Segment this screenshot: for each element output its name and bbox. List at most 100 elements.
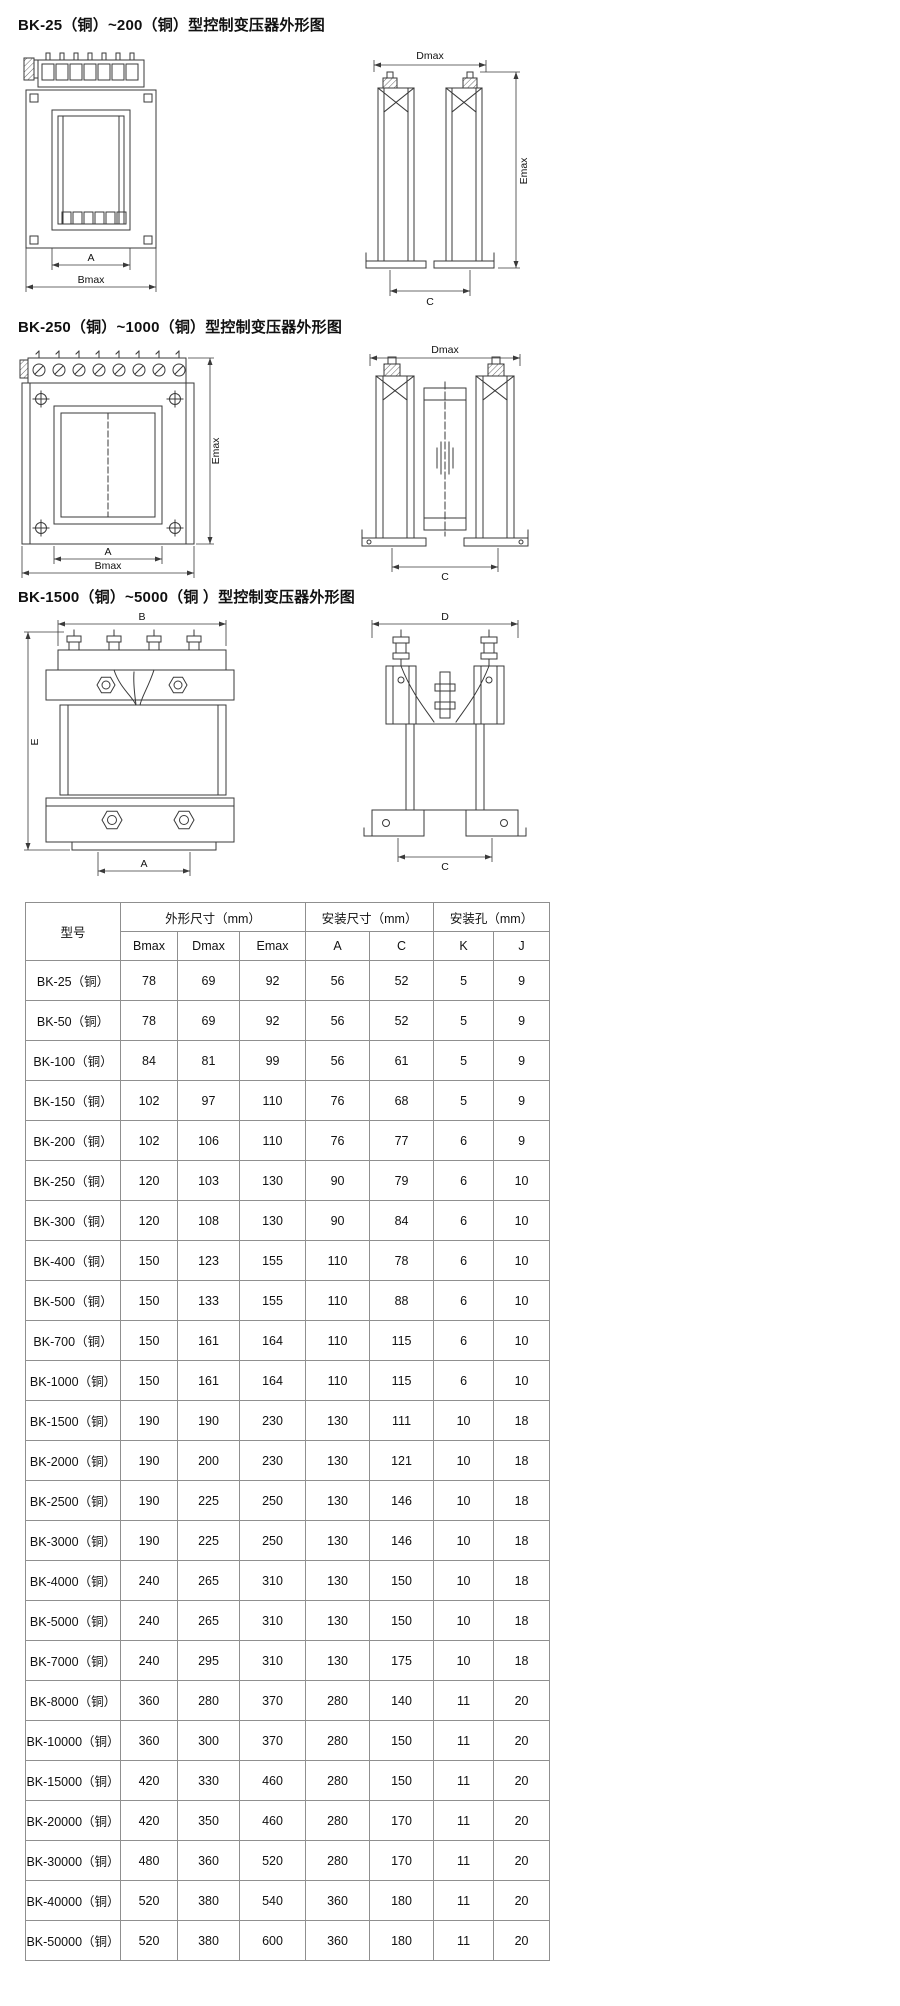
- value-cell: 200: [177, 1440, 240, 1481]
- value-cell: 11: [433, 1760, 495, 1801]
- value-cell: 280: [305, 1720, 371, 1761]
- value-cell: 6: [433, 1280, 495, 1321]
- value-cell: 61: [369, 1040, 435, 1081]
- value-cell: 161: [177, 1360, 240, 1401]
- core-front-outline: [25, 89, 157, 249]
- value-cell: 370: [238, 1720, 307, 1761]
- value-cell: 10: [433, 1560, 495, 1601]
- value-cell: 130: [305, 1560, 371, 1601]
- value-cell: 10: [493, 1360, 551, 1401]
- model-cell: BK-30000（铜）: [25, 1840, 121, 1881]
- value-cell: 120: [120, 1200, 178, 1241]
- value-cell: 10: [493, 1320, 551, 1361]
- value-cell: 600: [238, 1920, 307, 1961]
- value-cell: 52: [369, 960, 435, 1001]
- dimension-a: A: [51, 248, 131, 270]
- value-cell: 310: [238, 1640, 307, 1681]
- value-cell: 52: [369, 1000, 435, 1041]
- terminal-strip: [19, 350, 187, 384]
- value-cell: 9: [493, 1120, 551, 1161]
- model-cell: BK-5000（铜）: [25, 1600, 121, 1641]
- dimension-e: E: [24, 631, 70, 851]
- value-cell: 360: [120, 1720, 178, 1761]
- model-cell: BK-3000（铜）: [25, 1520, 121, 1561]
- value-cell: 5: [433, 1040, 495, 1081]
- coil-body: [59, 704, 227, 796]
- value-cell: 92: [238, 1000, 307, 1041]
- coil-window: [51, 109, 131, 231]
- model-cell: BK-20000（铜）: [25, 1800, 121, 1841]
- value-cell: 108: [177, 1200, 240, 1241]
- value-cell: 140: [369, 1680, 435, 1721]
- value-cell: 11: [433, 1840, 495, 1881]
- value-cell: 170: [369, 1800, 435, 1841]
- value-cell: 190: [120, 1440, 178, 1481]
- value-cell: 146: [369, 1480, 435, 1521]
- value-cell: 155: [238, 1240, 307, 1281]
- value-cell: 190: [120, 1520, 178, 1561]
- model-cell: BK-100（铜）: [25, 1040, 121, 1081]
- value-cell: 130: [305, 1440, 371, 1481]
- value-cell: 190: [120, 1400, 178, 1441]
- value-cell: 130: [305, 1400, 371, 1441]
- value-cell: 265: [177, 1560, 240, 1601]
- front-view-drawing-2: Emax A Bmax: [19, 350, 222, 578]
- section-2-heading: BK-250（铜）~1000（铜）型控制变压器外形图: [18, 319, 343, 336]
- model-cell: BK-300（铜）: [25, 1200, 121, 1241]
- value-cell: 20: [493, 1760, 551, 1801]
- coil-body: [405, 723, 485, 811]
- front-view-drawing-1: A Bmax: [23, 52, 157, 292]
- value-cell: 6: [433, 1360, 495, 1401]
- value-cell: 77: [369, 1120, 435, 1161]
- value-cell: 164: [238, 1360, 307, 1401]
- model-cell: BK-1500（铜）: [25, 1400, 121, 1441]
- value-cell: 300: [177, 1720, 240, 1761]
- center-core: [423, 381, 467, 537]
- side-view-drawing-2: Dmax: [361, 344, 529, 582]
- model-cell: BK-150（铜）: [25, 1080, 121, 1121]
- center-stud: [434, 671, 456, 719]
- dim-label-a: A: [104, 546, 111, 558]
- model-cell: BK-2000（铜）: [25, 1440, 121, 1481]
- value-cell: 520: [238, 1840, 307, 1881]
- value-cell: 76: [305, 1080, 371, 1121]
- lead-wires: [113, 669, 155, 706]
- dim-label-bmax: Bmax: [78, 274, 106, 286]
- value-cell: 6: [433, 1240, 495, 1281]
- value-cell: 190: [120, 1480, 178, 1521]
- value-cell: 10: [493, 1160, 551, 1201]
- dimension-bmax: Bmax: [25, 248, 157, 292]
- value-cell: 230: [238, 1440, 307, 1481]
- value-cell: 81: [177, 1040, 240, 1081]
- value-cell: 150: [120, 1240, 178, 1281]
- value-cell: 18: [493, 1520, 551, 1561]
- value-cell: 280: [305, 1760, 371, 1801]
- value-cell: 9: [493, 960, 551, 1001]
- dimension-b: B: [57, 611, 227, 646]
- value-cell: 130: [305, 1600, 371, 1641]
- front-view-drawing-3: B: [24, 611, 235, 876]
- value-cell: 90: [305, 1160, 371, 1201]
- value-cell: 110: [305, 1320, 371, 1361]
- value-cell: 69: [177, 960, 240, 1001]
- dim-label-dmax: Dmax: [431, 344, 459, 356]
- value-cell: 6: [433, 1120, 495, 1161]
- coil-window: [53, 405, 163, 525]
- clamp-plates: [385, 665, 505, 725]
- model-cell: BK-8000（铜）: [25, 1680, 121, 1721]
- value-cell: 79: [369, 1160, 435, 1201]
- value-cell: 310: [238, 1560, 307, 1601]
- value-cell: 92: [238, 960, 307, 1001]
- model-cell: BK-10000（铜）: [25, 1720, 121, 1761]
